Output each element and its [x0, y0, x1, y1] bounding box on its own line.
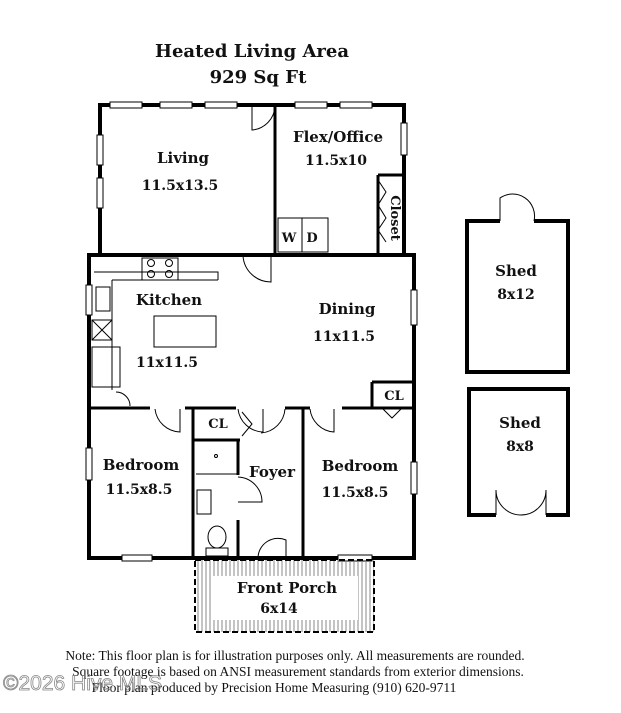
room-shed-2-dims: 8x8 — [506, 439, 534, 455]
room-kitchen-dims: 11x11.5 — [136, 355, 198, 371]
room-shed-1-label: Shed — [495, 262, 537, 280]
room-porch-dims: 6x14 — [260, 601, 298, 617]
closet-cl-label-2: CL — [384, 389, 404, 404]
footer-note-2: Square footage is based on ANSI measurem… — [72, 664, 524, 679]
main-walls — [85, 253, 418, 562]
room-bedroom-1-label: Bedroom — [103, 456, 180, 474]
room-flex-dims: 11.5x10 — [305, 153, 367, 169]
room-porch-label: Front Porch — [237, 579, 337, 597]
room-dining-dims: 11x11.5 — [313, 329, 375, 345]
closet-cl-label-1: CL — [208, 417, 228, 432]
footer-note-1: Note: This floor plan is for illustratio… — [65, 648, 524, 663]
room-foyer-label: Foyer — [249, 463, 296, 481]
room-shed-1-dims: 8x12 — [497, 287, 535, 303]
shed-small — [467, 387, 570, 518]
room-bedroom-1-dims: 11.5x8.5 — [106, 482, 173, 498]
room-living-label: Living — [157, 149, 210, 167]
room-dining-label: Dining — [319, 300, 376, 318]
shed-large — [465, 193, 570, 374]
plan-area: 929 Sq Ft — [210, 67, 307, 88]
room-flex-label: Flex/Office — [293, 128, 383, 146]
washer-label: W — [281, 231, 297, 246]
plan-title: Heated Living Area — [155, 41, 349, 62]
closet-label: Closet — [387, 195, 402, 241]
room-kitchen-label: Kitchen — [136, 291, 202, 309]
room-bedroom-2-label: Bedroom — [322, 457, 399, 475]
room-shed-2-label: Shed — [499, 414, 541, 432]
watermark: ©2026 Hive MLS — [3, 672, 162, 695]
dryer-label: D — [306, 231, 317, 246]
room-bedroom-2-dims: 11.5x8.5 — [322, 485, 389, 501]
room-living-dims: 11.5x13.5 — [142, 178, 219, 194]
footer-note-3: Floor plan produced by Precision Home Me… — [92, 680, 457, 695]
